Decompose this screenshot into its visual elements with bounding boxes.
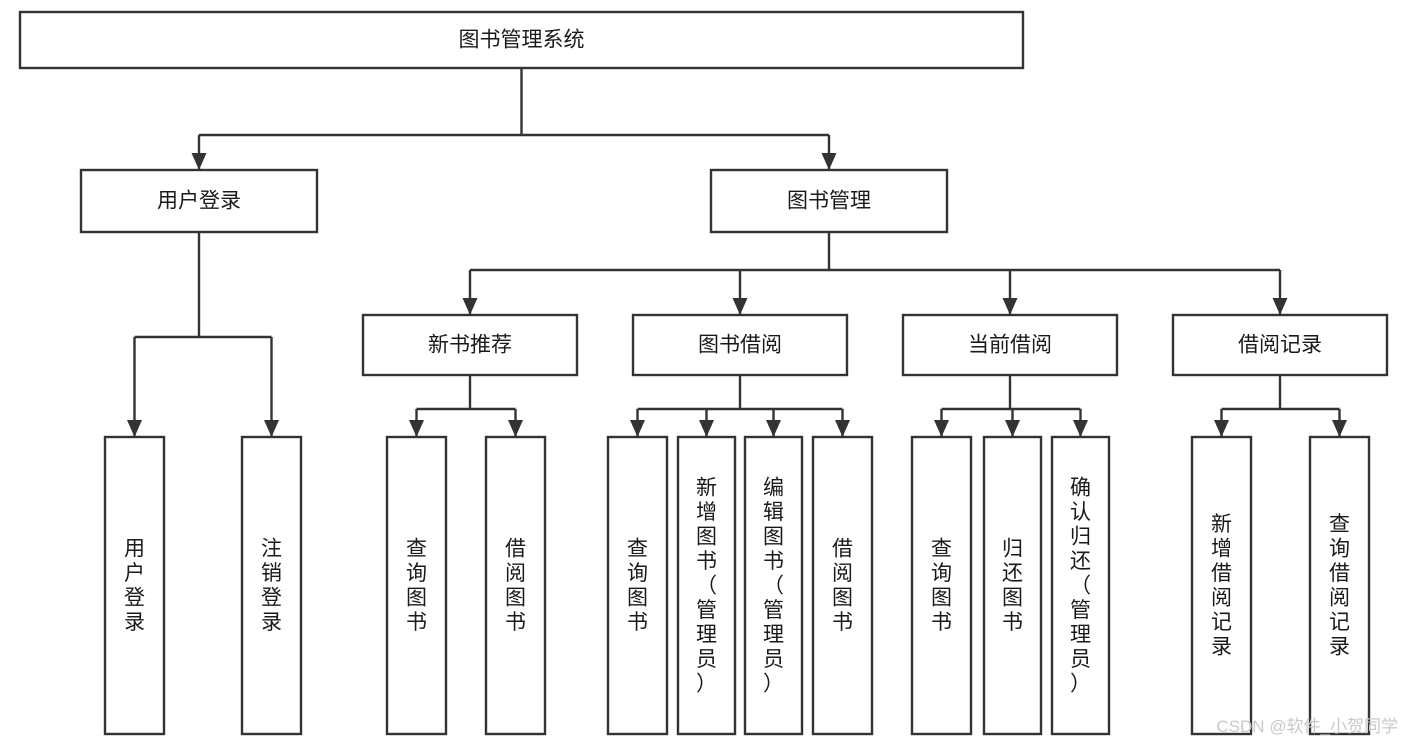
node-box-leaf-edit-book-admin	[743, 435, 804, 736]
node-label-leaf-borrow-book-recommend: 借阅图书	[505, 538, 526, 635]
node-label-leaf-add-book-admin: 新增图书（管理员）	[696, 476, 717, 695]
node-box-book-management	[709, 168, 949, 234]
node-leaf-query-book-recommend[interactable]: 查询图书	[385, 435, 448, 736]
node-label-borrow-record: 借阅记录	[1238, 334, 1322, 357]
node-box-leaf-query-book-recommend	[385, 435, 448, 736]
node-label-leaf-user-logout: 注销登录	[261, 538, 282, 635]
node-label-leaf-query-book-current: 查询图书	[931, 538, 952, 635]
node-leaf-borrow-book-recommend[interactable]: 借阅图书	[484, 435, 547, 736]
node-box-leaf-query-book-current	[910, 435, 973, 736]
node-box-leaf-borrow-book-recommend	[484, 435, 547, 736]
node-label-leaf-query-borrow-record: 查询借阅记录	[1329, 513, 1350, 659]
node-label-book-borrow: 图书借阅	[698, 334, 782, 357]
node-box-leaf-query-borrow-record	[1308, 435, 1371, 736]
arrow-head-book-borrow-2	[766, 420, 781, 437]
node-new-book-recommend[interactable]: 新书推荐	[361, 313, 579, 377]
node-label-book-management: 图书管理	[787, 190, 871, 213]
node-label-leaf-edit-book-admin: 编辑图书（管理员）	[763, 476, 784, 695]
node-book-management[interactable]: 图书管理	[709, 168, 949, 234]
node-box-root	[18, 10, 1025, 70]
node-leaf-borrow-book[interactable]: 借阅图书	[811, 435, 874, 736]
arrow-head-root-0	[191, 153, 207, 170]
node-box-leaf-query-book-borrow	[606, 435, 669, 736]
node-box-book-borrow	[631, 313, 849, 377]
arrow-head-book-management-2	[1002, 298, 1018, 315]
arrow-head-book-borrow-0	[630, 420, 645, 437]
arrow-head-new-book-recommend-0	[409, 420, 424, 437]
arrow-head-current-borrow-0	[934, 420, 949, 437]
node-label-leaf-query-book-borrow: 查询图书	[627, 538, 648, 635]
node-box-leaf-add-borrow-record	[1190, 435, 1253, 736]
node-box-leaf-return-book	[982, 435, 1043, 736]
node-label-new-book-recommend: 新书推荐	[428, 334, 512, 357]
node-box-leaf-user-logout	[240, 435, 303, 736]
node-label-user-login: 用户登录	[157, 190, 241, 213]
node-current-borrow[interactable]: 当前借阅	[901, 313, 1119, 377]
node-leaf-return-book[interactable]: 归还图书	[982, 435, 1043, 736]
node-label-current-borrow: 当前借阅	[968, 334, 1052, 357]
node-label-leaf-borrow-book: 借阅图书	[832, 538, 853, 635]
arrow-head-book-borrow-3	[835, 420, 850, 437]
node-label-leaf-return-book: 归还图书	[1002, 538, 1023, 635]
node-box-user-login	[79, 168, 319, 234]
node-box-leaf-add-book-admin	[676, 435, 737, 736]
node-label-leaf-user-login: 用户登录	[124, 538, 145, 635]
arrow-head-new-book-recommend-1	[508, 420, 523, 437]
node-box-new-book-recommend	[361, 313, 579, 377]
arrow-head-book-borrow-1	[699, 420, 714, 437]
node-leaf-add-borrow-record[interactable]: 新增借阅记录	[1190, 435, 1253, 736]
node-leaf-query-book-current[interactable]: 查询图书	[910, 435, 973, 736]
arrow-head-borrow-record-1	[1332, 420, 1347, 437]
arrow-head-current-borrow-2	[1073, 420, 1088, 437]
node-label-leaf-add-borrow-record: 新增借阅记录	[1211, 513, 1232, 659]
csdn-watermark: CSDN @软件_小贺同学	[1216, 717, 1398, 736]
arrow-head-book-management-0	[462, 298, 478, 315]
node-layer: 图书管理系统用户登录图书管理新书推荐图书借阅当前借阅借阅记录用户登录注销登录查询…	[18, 10, 1389, 736]
arrow-head-book-management-3	[1272, 298, 1288, 315]
node-leaf-user-logout[interactable]: 注销登录	[240, 435, 303, 736]
node-box-borrow-record	[1171, 313, 1389, 377]
node-label-root: 图书管理系统	[459, 29, 585, 52]
arrow-head-user-login-0	[127, 420, 142, 437]
node-root[interactable]: 图书管理系统	[18, 10, 1025, 70]
node-box-leaf-borrow-book	[811, 435, 874, 736]
node-leaf-confirm-return-admin[interactable]: 确认归还（管理员）	[1050, 435, 1111, 736]
node-box-current-borrow	[901, 313, 1119, 377]
node-leaf-edit-book-admin[interactable]: 编辑图书（管理员）	[743, 435, 804, 736]
node-label-leaf-confirm-return-admin: 确认归还（管理员）	[1070, 476, 1091, 695]
node-borrow-record[interactable]: 借阅记录	[1171, 313, 1389, 377]
node-box-leaf-confirm-return-admin	[1050, 435, 1111, 736]
node-label-leaf-query-book-recommend: 查询图书	[406, 538, 427, 635]
arrow-head-book-management-1	[732, 298, 748, 315]
node-leaf-user-login[interactable]: 用户登录	[103, 435, 166, 736]
node-box-leaf-user-login	[103, 435, 166, 736]
node-leaf-add-book-admin[interactable]: 新增图书（管理员）	[676, 435, 737, 736]
node-book-borrow[interactable]: 图书借阅	[631, 313, 849, 377]
node-leaf-query-book-borrow[interactable]: 查询图书	[606, 435, 669, 736]
connector-layer	[127, 68, 1347, 437]
arrow-head-root-1	[821, 153, 837, 170]
arrow-head-user-login-1	[264, 420, 279, 437]
arrow-head-current-borrow-1	[1005, 420, 1020, 437]
node-leaf-query-borrow-record[interactable]: 查询借阅记录	[1308, 435, 1371, 736]
arrow-head-borrow-record-0	[1214, 420, 1229, 437]
node-user-login[interactable]: 用户登录	[79, 168, 319, 234]
